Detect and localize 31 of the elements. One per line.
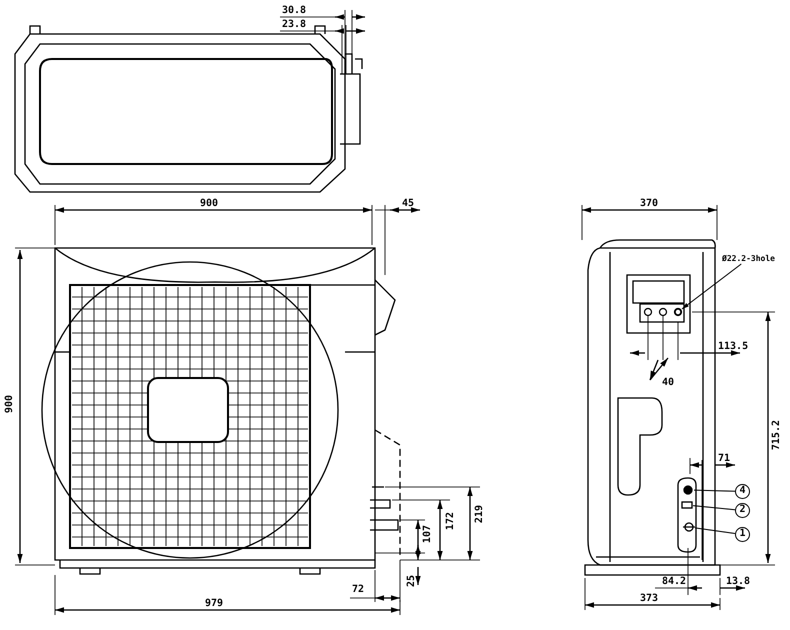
leader-line bbox=[692, 505, 736, 510]
dimension-value: 900 bbox=[200, 198, 218, 209]
hole-note: Ø22.2-3hole bbox=[722, 253, 775, 264]
service-port-icon bbox=[682, 485, 694, 495]
dimension-value: 72 bbox=[352, 584, 364, 595]
dimension-value: 40 bbox=[662, 377, 674, 388]
dimension-value: 84.2 bbox=[662, 576, 686, 587]
callout-number: 1 bbox=[735, 527, 750, 542]
dimension-value: 172 bbox=[445, 512, 456, 530]
dimension-value: 30.8 bbox=[282, 5, 306, 16]
dimension-value: 900 bbox=[4, 395, 15, 414]
leader-line bbox=[682, 264, 742, 310]
dimension-value: 23.8 bbox=[282, 19, 306, 30]
valve-icon bbox=[683, 522, 695, 532]
callout-number: 4 bbox=[735, 484, 750, 499]
dimension-value: 219 bbox=[474, 505, 485, 524]
dimension-value: 45 bbox=[402, 198, 414, 209]
valve-icon bbox=[681, 500, 693, 510]
dimension-value: 113.5 bbox=[718, 341, 748, 352]
dimension-value: 979 bbox=[205, 598, 224, 609]
dimension-value: 370 bbox=[640, 198, 658, 209]
dimension-value: 25 bbox=[406, 575, 417, 588]
dimension-value: 715.2 bbox=[771, 420, 782, 450]
leader-line bbox=[694, 490, 736, 492]
dimension-value: 71 bbox=[718, 453, 730, 464]
dimension-value: 13.8 bbox=[726, 576, 750, 587]
dimension-value: 107 bbox=[422, 525, 433, 544]
leader-line bbox=[694, 527, 736, 534]
hole-icon bbox=[674, 308, 682, 316]
callout-number: 2 bbox=[735, 503, 750, 518]
dimension-value: 373 bbox=[640, 593, 658, 604]
